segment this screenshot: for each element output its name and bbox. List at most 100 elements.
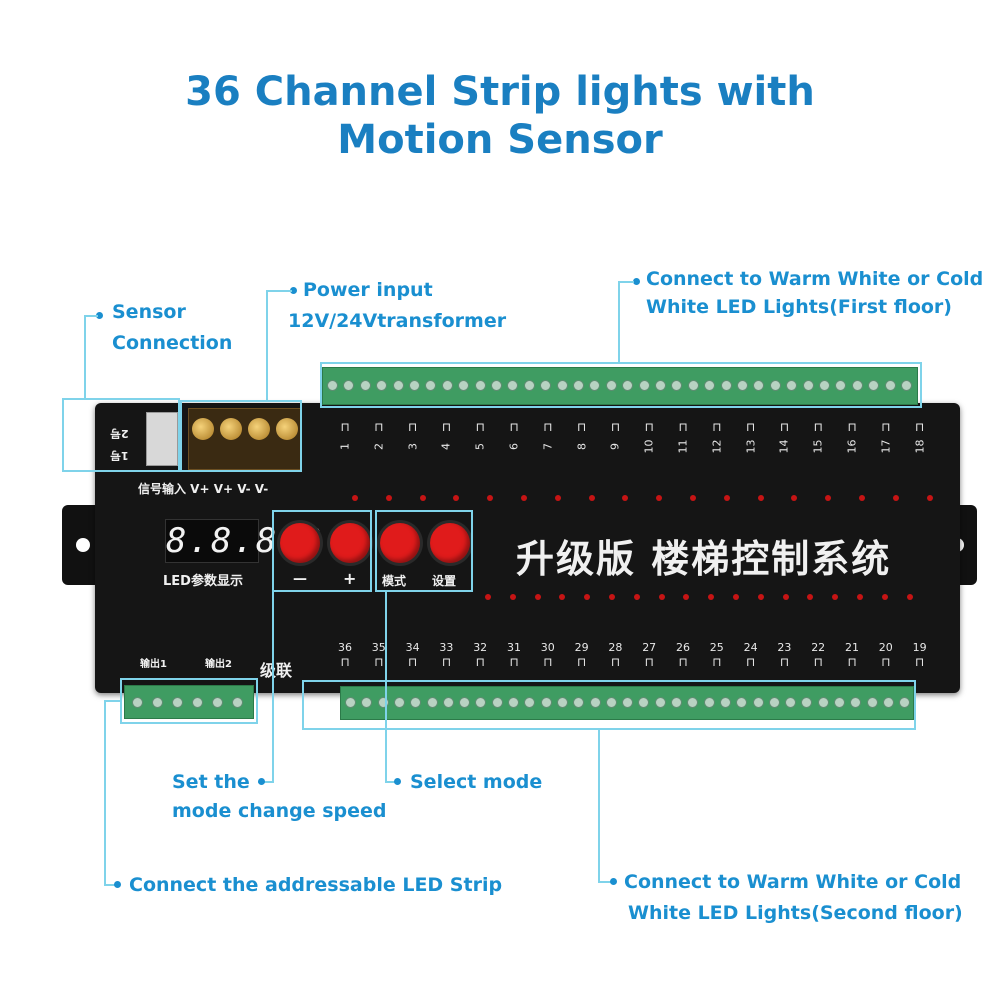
bottom-terminal-screw	[361, 697, 373, 708]
indicator-led	[825, 495, 832, 501]
speed-leader-h	[258, 781, 274, 783]
top-terminal-screw	[409, 380, 420, 391]
top-terminal-screw	[720, 380, 732, 391]
power-callout-line2: 12V/24Vtransformer	[288, 310, 507, 332]
top-terminal-screw	[556, 380, 568, 391]
output-terminal-screw	[152, 697, 163, 708]
minus-button-label: —	[293, 571, 307, 587]
top-terminal-screw	[458, 380, 470, 391]
channel-number-bottom: 34	[405, 641, 420, 654]
sensor-connector	[146, 412, 178, 466]
bottom-terminal-screw	[524, 697, 536, 708]
indicator-led	[559, 594, 566, 600]
top-terminal-screw	[392, 380, 404, 391]
top-terminal-screw	[605, 380, 617, 391]
mode-button[interactable]	[380, 523, 420, 563]
mode-callout-text: Select mode	[410, 771, 543, 793]
channel-number-bottom: 21	[845, 641, 859, 654]
second-floor-callout-line2: White LED Lights(Second floor)	[628, 902, 963, 924]
settings-button[interactable]	[430, 523, 470, 563]
first-floor-callout-line1: Connect to Warm White or Cold	[646, 268, 984, 290]
output-terminal-screw	[132, 697, 143, 708]
channel-number-bottom: 20	[878, 641, 893, 654]
channel-number-top: 17	[879, 439, 893, 454]
indicator-led	[534, 594, 541, 600]
bottom-terminal-screw	[768, 697, 780, 708]
indicator-led	[554, 495, 561, 501]
channel-number-bottom: 36	[338, 641, 352, 654]
power-leader-v	[266, 290, 268, 400]
power-callout-line1: Power input	[303, 279, 433, 301]
top-terminal-screw	[589, 380, 601, 391]
indicator-led	[708, 594, 715, 600]
channel-number-bottom: 33	[439, 641, 454, 654]
mode-leader-v	[385, 592, 387, 782]
led-display-label: LED参数显示	[163, 574, 243, 589]
mode-buttons-highlight-box	[375, 510, 473, 592]
indicator-led	[757, 495, 764, 501]
indicator-led	[892, 495, 899, 501]
channel-number-top: 11	[676, 439, 690, 454]
first-floor-leader-h	[618, 281, 634, 283]
top-terminal-screw	[327, 380, 338, 391]
channel-number-bottom: 28	[608, 641, 623, 654]
indicator-led	[485, 594, 491, 600]
bottom-terminal-screw	[882, 697, 894, 708]
top-terminal-screw	[622, 380, 634, 391]
channel-number-top: 10	[642, 439, 656, 454]
indicator-led	[881, 594, 888, 600]
top-terminal-screw	[441, 380, 453, 391]
bottom-terminal-screw	[393, 697, 405, 708]
addressable-leader-top	[104, 700, 122, 702]
channel-marker-icon: ⊓	[914, 655, 925, 669]
bottom-terminal-screw	[491, 697, 503, 708]
indicator-led	[521, 495, 527, 501]
bottom-terminal-screw	[638, 697, 650, 708]
output-label-2: 输出2	[205, 659, 232, 670]
plus-button[interactable]	[330, 523, 370, 563]
channel-number-top: 18	[913, 439, 927, 454]
top-terminal-screw	[901, 380, 912, 391]
power-terminal-labels: 信号输入 V+ V+ V- V-	[138, 482, 269, 496]
channel-marker-icon: ⊓	[576, 420, 587, 434]
power-leader-h	[266, 290, 292, 292]
channel-number-top: 13	[744, 439, 758, 454]
addressable-leader-v	[104, 700, 106, 886]
speed-callout-line2: mode change speed	[172, 800, 387, 822]
indicator-led	[807, 594, 814, 600]
channel-marker-icon: ⊓	[745, 420, 756, 434]
indicator-led	[723, 495, 730, 501]
channel-number-bottom: 22	[811, 641, 826, 654]
top-terminal-screw	[737, 380, 748, 391]
sensor-callout-line2: Connection	[112, 332, 233, 354]
indicator-led	[906, 594, 913, 600]
indicator-led	[859, 495, 865, 501]
bottom-terminal-screw	[573, 697, 585, 708]
top-terminal-highlight-box	[320, 362, 922, 408]
addressable-callout-text: Connect the addressable LED Strip	[129, 874, 503, 896]
bottom-terminal-screw	[801, 697, 813, 708]
channel-marker-icon: ⊓	[813, 655, 823, 669]
indicator-led	[588, 495, 595, 501]
first-floor-callout-dot	[633, 278, 640, 285]
channel-number-bottom: 32	[473, 641, 488, 654]
indicator-led	[419, 495, 426, 501]
top-terminal-screw	[884, 380, 896, 391]
addressable-leader-h	[104, 884, 118, 886]
channel-number-bottom: 23	[777, 641, 792, 654]
output-terminal-screw	[192, 697, 203, 708]
second-floor-leader-v	[598, 730, 600, 882]
top-terminal-screw	[687, 380, 699, 391]
indicator-led	[926, 495, 933, 501]
channel-marker-icon: ⊓	[576, 655, 587, 669]
top-terminal-screw	[425, 380, 437, 391]
power-screw-4	[276, 418, 298, 440]
channel-marker-icon: ⊓	[441, 655, 452, 669]
bottom-terminal-screw	[654, 697, 666, 708]
channel-number-top: 4	[439, 443, 453, 450]
indicator-led	[857, 594, 863, 600]
minus-button[interactable]	[280, 523, 320, 563]
top-terminal-screw	[769, 380, 781, 391]
indicator-led	[690, 495, 696, 501]
channel-marker-icon: ⊓	[509, 420, 519, 434]
